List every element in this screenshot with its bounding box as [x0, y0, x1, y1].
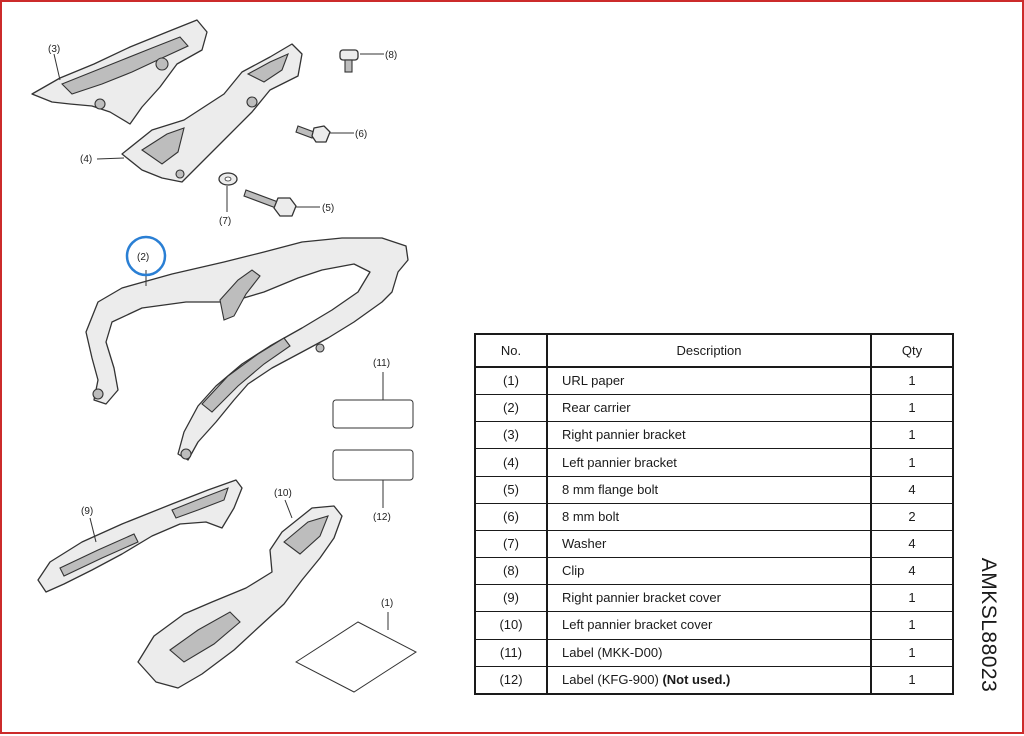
- cell-description: Left pannier bracket cover: [546, 611, 872, 640]
- right-pannier-bracket-cover-part: [37, 479, 243, 593]
- cell-description: Right pannier bracket: [546, 421, 872, 450]
- left-pannier-bracket-part: [121, 43, 303, 183]
- table-row: (11)Label (MKK-D00)1: [474, 638, 954, 667]
- cell-qty: 4: [870, 475, 954, 504]
- cell-no: (10): [474, 611, 548, 640]
- cell-no: (4): [474, 448, 548, 477]
- rear-carrier-part: [85, 237, 409, 461]
- cell-no: (9): [474, 584, 548, 613]
- cell-no: (8): [474, 557, 548, 586]
- callout-11: (11): [373, 358, 390, 369]
- cell-no: (12): [474, 665, 548, 695]
- callout-2-highlight: [125, 235, 167, 277]
- cell-no: (11): [474, 638, 548, 667]
- cell-no: (3): [474, 421, 548, 450]
- callout-3: (3): [48, 44, 60, 55]
- cell-no: (7): [474, 529, 548, 559]
- washer-part: [218, 172, 238, 186]
- left-pannier-bracket-cover-part: [137, 505, 343, 689]
- cell-description: 8 mm flange bolt: [546, 475, 872, 504]
- cell-qty: 1: [870, 421, 954, 450]
- flange-bolt-part: [243, 189, 297, 217]
- cell-description: Label (KFG-900) (Not used.): [546, 665, 872, 695]
- cell-description: Rear carrier: [546, 394, 872, 423]
- callout-10: (10): [274, 488, 292, 499]
- callout-5: (5): [322, 203, 334, 214]
- not-used-note: (Not used.): [662, 671, 731, 687]
- cell-qty: 1: [870, 448, 954, 477]
- callout-6: (6): [355, 129, 367, 140]
- cell-qty: 1: [870, 584, 954, 613]
- document-code: AMKSL88023: [968, 550, 1008, 700]
- cell-no: (1): [474, 366, 548, 396]
- clip-part: [339, 49, 359, 73]
- cell-description: URL paper: [546, 366, 872, 396]
- cell-qty: 4: [870, 557, 954, 586]
- callout-1: (1): [381, 598, 393, 609]
- callout-8: (8): [385, 50, 397, 61]
- cell-qty: 2: [870, 502, 954, 531]
- document-code-text: AMKSL88023: [977, 557, 1000, 693]
- cell-description-text: Label (KFG-900): [562, 671, 659, 687]
- callout-2: (2): [137, 252, 149, 263]
- url-paper-part: [295, 621, 417, 693]
- cell-description: Clip: [546, 557, 872, 586]
- table-header-row: No. Description Qty: [474, 333, 954, 368]
- cell-no: (6): [474, 502, 548, 531]
- cell-description: Right pannier bracket cover: [546, 584, 872, 613]
- callout-12: (12): [373, 512, 391, 523]
- cell-description: Left pannier bracket: [546, 448, 872, 477]
- cell-qty: 1: [870, 638, 954, 667]
- cell-description: Washer: [546, 529, 872, 559]
- right-pannier-bracket-part: [31, 19, 208, 125]
- header-no: No.: [474, 333, 548, 368]
- callout-4: (4): [80, 154, 92, 165]
- header-description: Description: [546, 333, 872, 368]
- cell-description: 8 mm bolt: [546, 502, 872, 531]
- cell-qty: 1: [870, 611, 954, 640]
- bolt-part: [295, 125, 331, 143]
- cell-qty: 1: [870, 394, 954, 423]
- callout-7: (7): [219, 216, 231, 227]
- cell-description: Label (MKK-D00): [546, 638, 872, 667]
- label-kfg-part: [332, 449, 414, 481]
- label-mkk-part: [332, 399, 414, 429]
- header-qty: Qty: [870, 333, 954, 368]
- callout-9: (9): [81, 506, 93, 517]
- table-row: (12) Label (KFG-900) (Not used.) 1: [474, 665, 954, 695]
- cell-qty: 4: [870, 529, 954, 559]
- cell-no: (2): [474, 394, 548, 423]
- cell-no: (5): [474, 475, 548, 504]
- cell-qty: 1: [870, 665, 954, 695]
- cell-qty: 1: [870, 366, 954, 396]
